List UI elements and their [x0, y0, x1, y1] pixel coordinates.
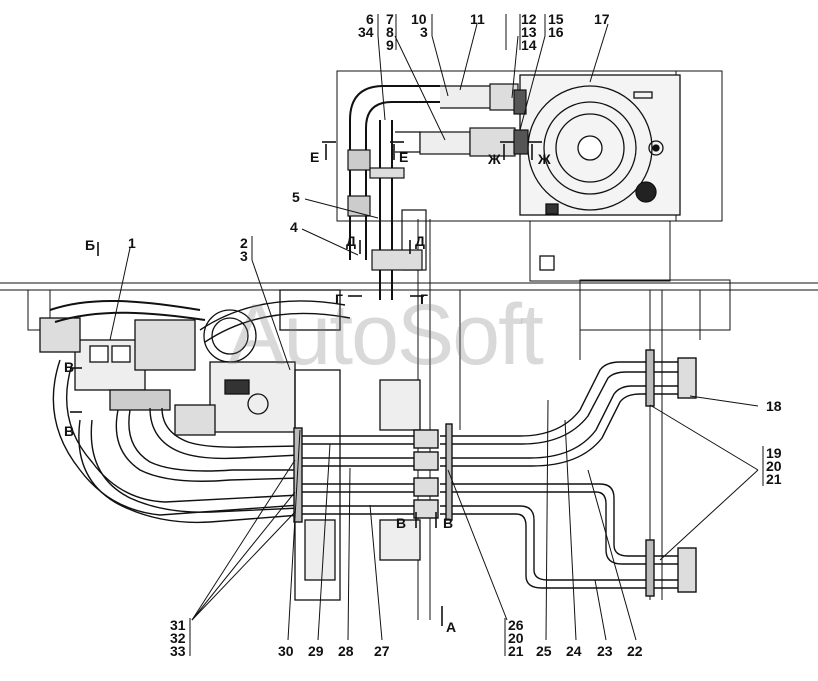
section-mark-v-mid-right: В [443, 515, 454, 531]
part-label-7: 7 [386, 11, 394, 27]
part-label-10: 10 [411, 11, 427, 27]
part-label-34: 34 [358, 24, 374, 40]
part-label-22: 22 [627, 643, 643, 659]
part-label-5: 5 [292, 189, 300, 205]
section-arrows [70, 141, 542, 626]
view-mark-a: А [446, 619, 457, 635]
section-mark-e-left: Е [310, 149, 320, 165]
part-label-14: 14 [521, 37, 537, 53]
part-label-32: 32 [170, 630, 186, 646]
section-mark-g-right: Г [420, 291, 428, 307]
part-label-23: 23 [597, 643, 613, 659]
part-label-26: 26 [508, 617, 524, 633]
part-label-16: 16 [548, 24, 564, 40]
leader-lines [109, 14, 764, 656]
rigid-tubes [293, 349, 697, 597]
section-mark-v-left-top: В [64, 359, 75, 375]
part-label-25: 25 [536, 643, 552, 659]
upper-pipes [347, 83, 529, 300]
part-label-12: 12 [521, 11, 537, 27]
part-label-3-top: 3 [420, 24, 428, 40]
part-label-20-right: 20 [766, 458, 782, 474]
section-mark-e-right: Е [399, 149, 409, 165]
part-label-21-right: 21 [766, 471, 782, 487]
part-label-20-bottom: 20 [508, 630, 524, 646]
valve-block [39, 299, 257, 411]
view-mark-b: Б [85, 237, 96, 253]
part-label-3-left: 3 [240, 248, 248, 264]
part-label-27: 27 [374, 643, 390, 659]
part-label-2: 2 [240, 235, 248, 251]
part-label-17: 17 [594, 11, 610, 27]
part-label-15: 15 [548, 11, 564, 27]
part-label-28: 28 [338, 643, 354, 659]
part-label-29: 29 [308, 643, 324, 659]
part-label-13: 13 [521, 24, 537, 40]
part-label-6: 6 [366, 11, 374, 27]
section-mark-d-right: Д [415, 233, 425, 249]
section-mark-d-left: Д [346, 233, 356, 249]
part-label-4: 4 [290, 219, 298, 235]
part-label-1: 1 [128, 235, 136, 251]
center-pump [174, 289, 421, 601]
section-mark-v-left-bottom: В [64, 423, 75, 439]
part-label-11: 11 [470, 11, 485, 27]
part-label-31: 31 [170, 617, 186, 633]
part-label-18: 18 [766, 398, 782, 414]
part-label-24: 24 [566, 643, 582, 659]
part-label-19: 19 [766, 445, 782, 461]
pump-housing [519, 74, 681, 271]
part-label-9: 9 [386, 37, 394, 53]
part-label-33: 33 [170, 643, 186, 659]
watermark: AutoSoft [228, 287, 544, 383]
section-mark-v-mid-left: В [396, 515, 407, 531]
part-label-21-bottom: 21 [508, 643, 524, 659]
part-label-30: 30 [278, 643, 294, 659]
section-mark-g-left: Г [335, 291, 343, 307]
section-mark-zh-left: Ж [488, 151, 501, 167]
part-label-8: 8 [386, 24, 394, 40]
section-mark-zh-right: Ж [538, 151, 551, 167]
